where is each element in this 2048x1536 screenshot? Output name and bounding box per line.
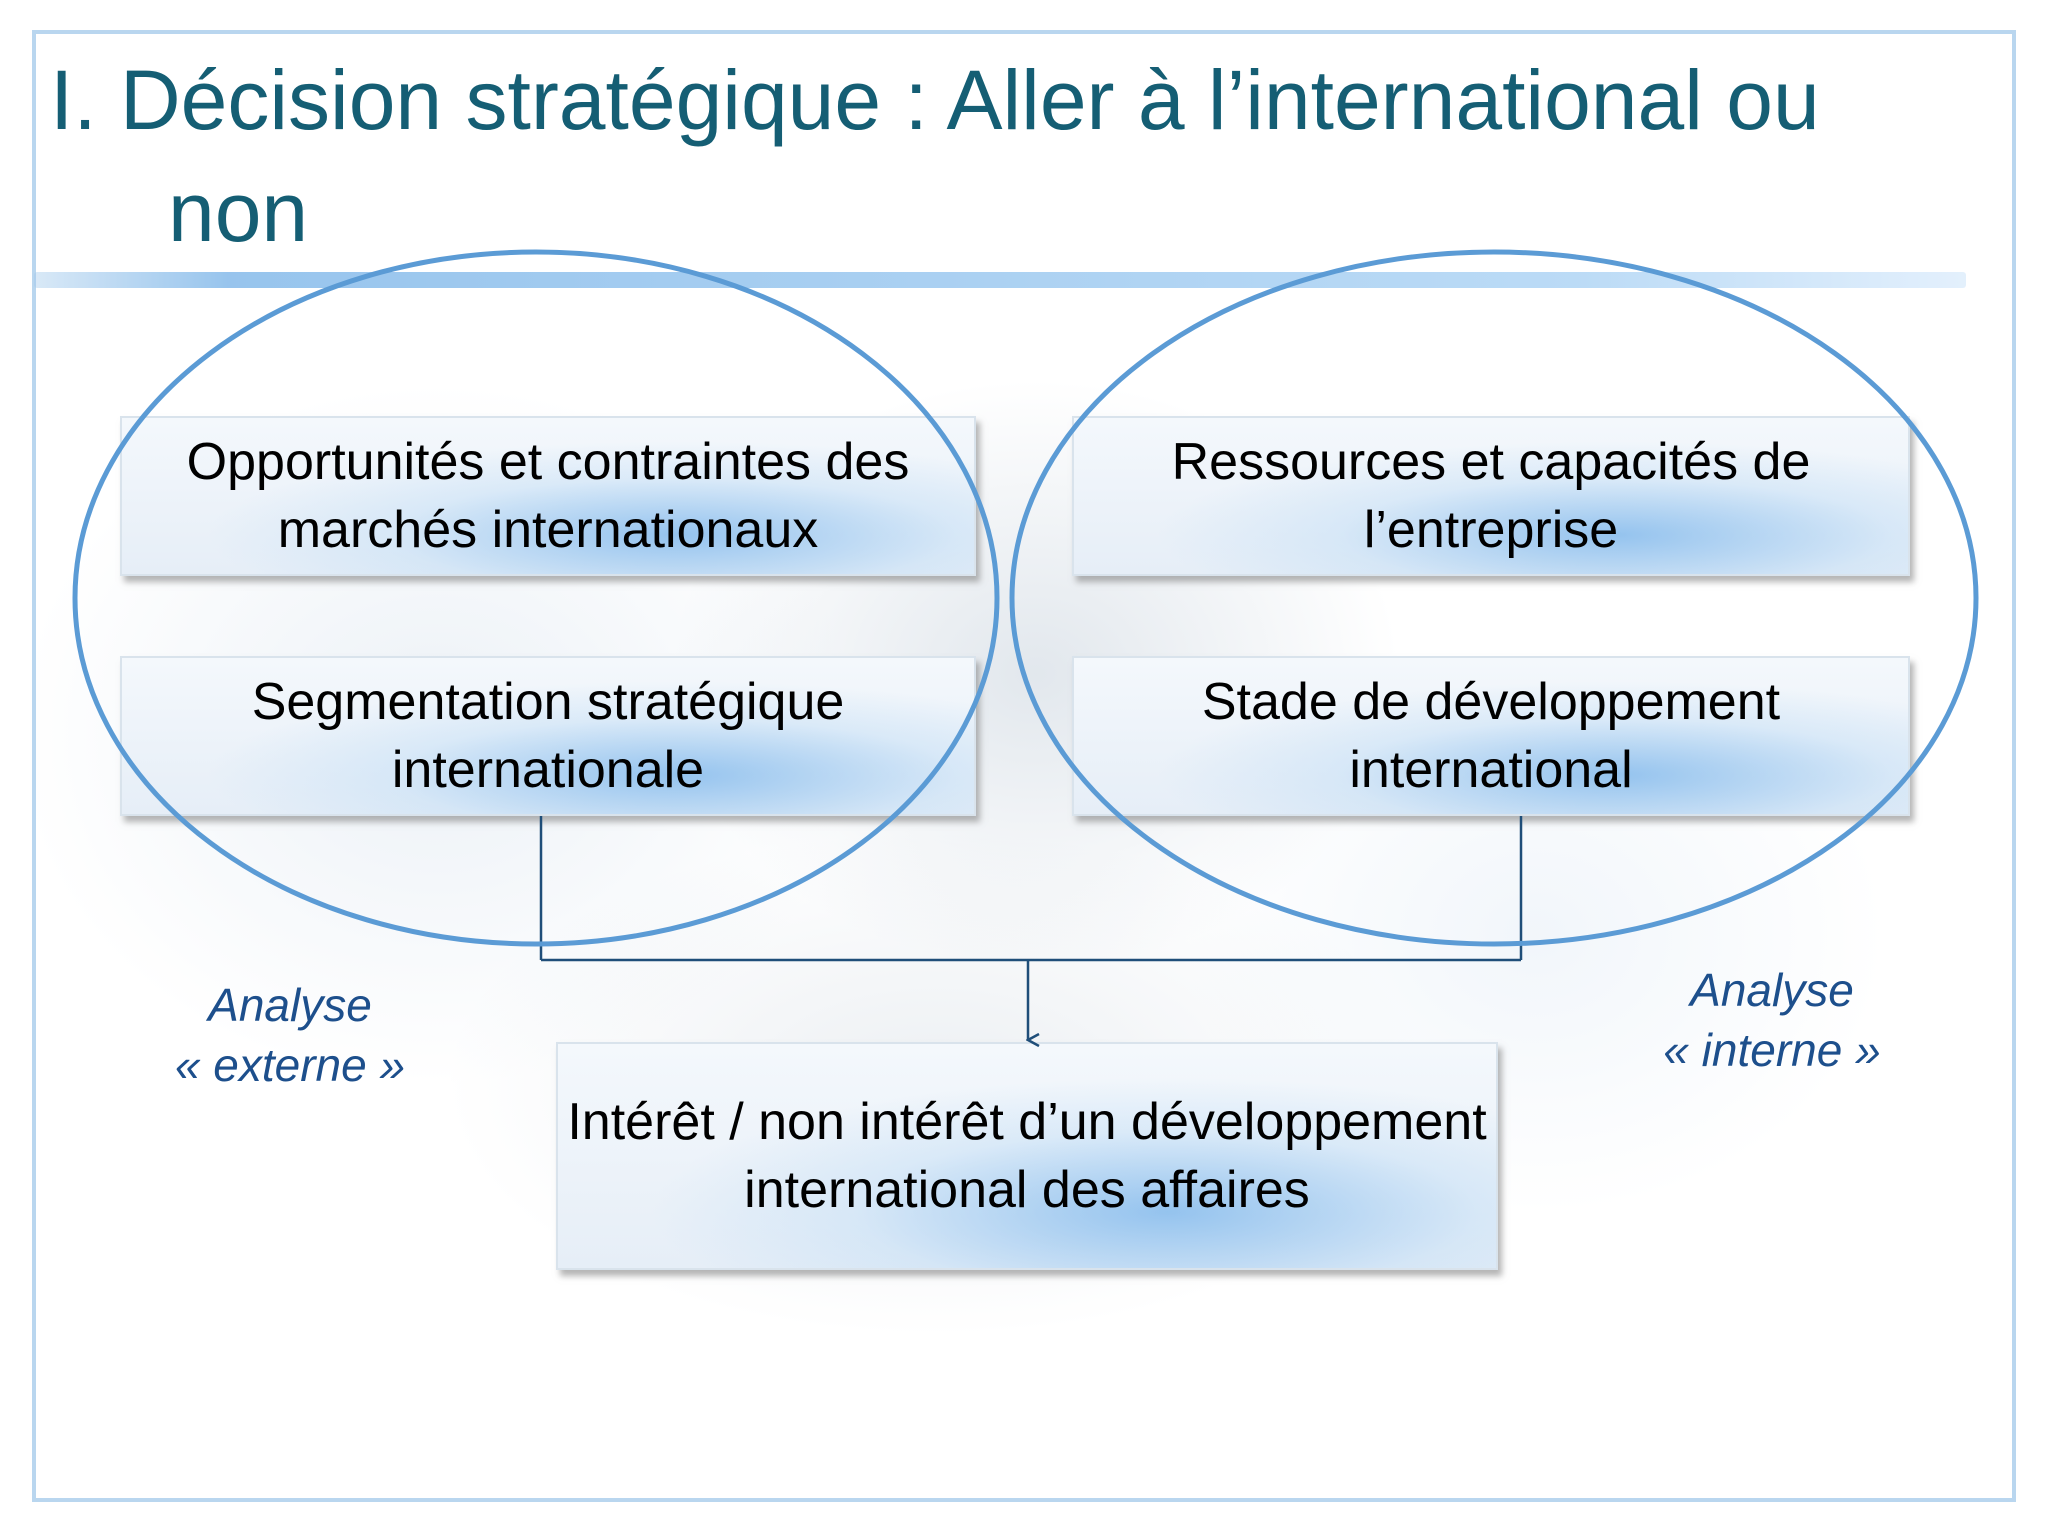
title-line-2: non — [168, 165, 309, 259]
box-stade-developpement: Stade de développement international — [1072, 656, 1910, 816]
connector-lines — [539, 816, 1523, 1040]
slide-title: I. Décision stratégique : Aller à l’inte… — [50, 44, 1990, 268]
box-ressources-label: Ressources et capacités de l’entreprise — [1171, 433, 1811, 559]
ellipse-analyse-externe — [72, 249, 1000, 947]
box-interet-label: Intérêt / non intérêt d’un développement… — [567, 1093, 1487, 1219]
analyse-externe-line-1: Analyse — [208, 979, 372, 1031]
ellipse-analyse-interne — [1009, 249, 1979, 947]
analyse-externe-line-2: « externe » — [174, 1039, 406, 1091]
label-analyse-interne: Analyse « interne » — [1612, 960, 1932, 1080]
label-analyse-externe: Analyse « externe » — [130, 975, 450, 1095]
title-line-1: I. Décision stratégique : Aller à l’inte… — [50, 53, 1820, 147]
box-opportunites-label: Opportunités et contraintes des marchés … — [186, 433, 910, 559]
analyse-interne-line-1: Analyse — [1690, 964, 1854, 1016]
box-opportunites-contraintes: Opportunités et contraintes des marchés … — [120, 416, 976, 576]
box-segmentation-label: Segmentation stratégique internationale — [251, 673, 845, 799]
box-ressources-capacites: Ressources et capacités de l’entreprise — [1072, 416, 1910, 576]
title-underline — [34, 272, 1966, 288]
analyse-interne-line-2: « interne » — [1663, 1024, 1881, 1076]
box-interet-developpement: Intérêt / non intérêt d’un développement… — [556, 1042, 1498, 1270]
box-segmentation-strategique: Segmentation stratégique internationale — [120, 656, 976, 816]
box-stade-label: Stade de développement international — [1201, 673, 1781, 799]
